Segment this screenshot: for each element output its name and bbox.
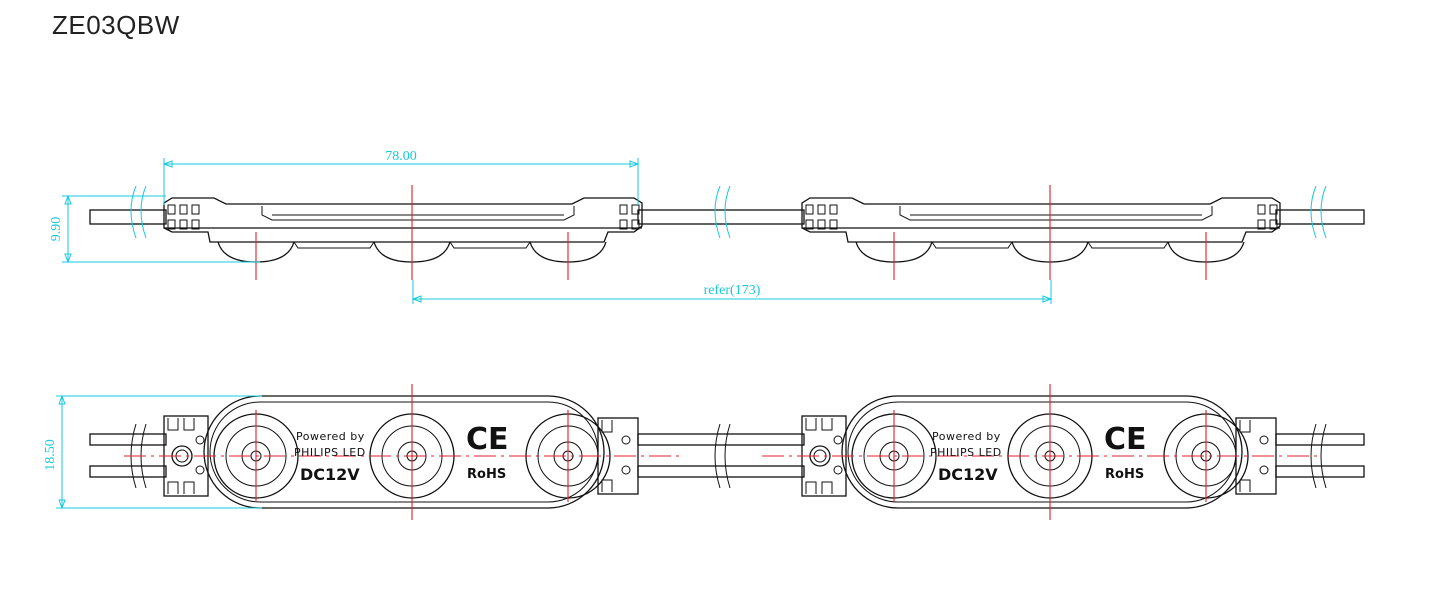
powered-by-label: Powered by bbox=[296, 430, 365, 443]
dimension-height: 9.90 bbox=[49, 194, 260, 264]
side-cable-middle bbox=[637, 209, 805, 225]
module-2-labels: Powered by PHILIPS LED DC12V CE RoHS bbox=[930, 422, 1147, 484]
pitch-label: refer(173) bbox=[704, 283, 761, 298]
top-view bbox=[89, 383, 1365, 521]
top-cable-left-upper bbox=[89, 433, 167, 446]
voltage-label: DC12V bbox=[300, 465, 360, 484]
rohs-label: RoHS bbox=[467, 467, 506, 482]
top-cable-middle-lower bbox=[637, 465, 805, 478]
top-cable-left-lower bbox=[89, 465, 167, 478]
break-mark bbox=[1310, 423, 1327, 489]
dimension-pitch: refer(173) bbox=[411, 280, 1053, 304]
dimension-length: 78.00 bbox=[162, 149, 640, 205]
height-label: 9.90 bbox=[49, 217, 64, 242]
drawing-title: ZE03QBW bbox=[52, 10, 180, 40]
top-cable-right-lower bbox=[1275, 465, 1365, 478]
voltage-label: DC12V bbox=[938, 465, 998, 484]
rohs-label: RoHS bbox=[1105, 467, 1144, 482]
powered-by-label: Powered by bbox=[932, 430, 1001, 443]
length-label: 78.00 bbox=[385, 149, 417, 164]
ce-mark: CE bbox=[1104, 422, 1147, 457]
break-mark bbox=[130, 185, 147, 239]
break-mark bbox=[714, 423, 731, 489]
side-module-1 bbox=[163, 184, 643, 281]
module-1-labels: Powered by PHILIPS LED DC12V CE RoHS bbox=[294, 422, 509, 484]
width-label: 18.50 bbox=[43, 439, 58, 471]
brand-label: PHILIPS LED bbox=[294, 446, 366, 459]
break-mark bbox=[714, 185, 731, 239]
brand-label: PHILIPS LED bbox=[930, 446, 1002, 459]
top-module-1 bbox=[123, 383, 685, 521]
side-module-2 bbox=[801, 184, 1281, 281]
dimension-width: 18.50 bbox=[43, 394, 262, 510]
top-module-2 bbox=[761, 383, 1323, 521]
top-cable-right-upper bbox=[1275, 433, 1365, 446]
side-cable-left bbox=[89, 209, 167, 225]
break-mark bbox=[1310, 185, 1327, 239]
side-cable-right bbox=[1275, 209, 1365, 225]
ce-mark: CE bbox=[466, 422, 509, 457]
top-cable-middle-upper bbox=[637, 433, 805, 446]
side-view bbox=[89, 184, 1365, 281]
